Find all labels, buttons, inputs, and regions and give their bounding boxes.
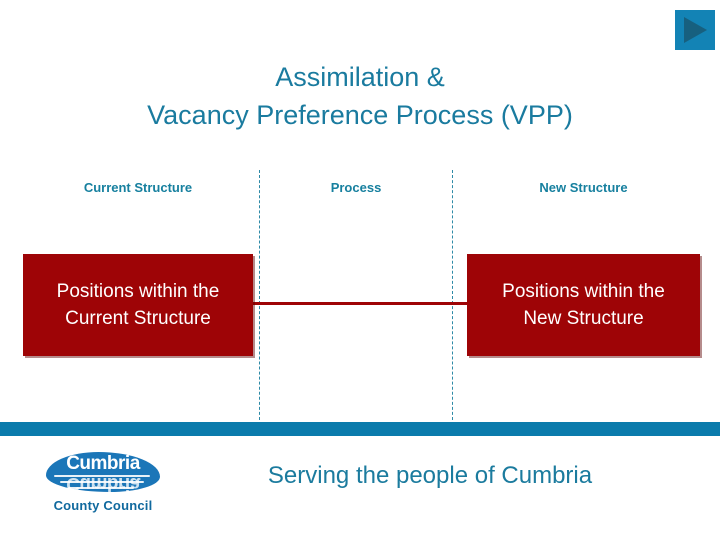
cumbria-county-council-logo: Cumbria Cumbria County Council [38, 450, 168, 522]
logo-ripple-3 [68, 487, 134, 489]
logo-hill-shape [46, 452, 160, 492]
current-structure-box[interactable]: Positions within the Current Structure [23, 254, 253, 356]
column-divider-right [452, 170, 453, 425]
column-header-new-structure: New Structure [539, 180, 628, 195]
logo-subtitle: County Council [53, 498, 153, 513]
column-header-current-structure: Current Structure [83, 180, 193, 195]
logo-ripple-1 [54, 475, 150, 477]
connector-line [253, 302, 468, 305]
play-button[interactable] [675, 10, 715, 50]
logo-ripple-2 [60, 481, 144, 483]
play-triangle-icon [684, 17, 707, 43]
column-divider-left [259, 170, 260, 425]
footer-bar [0, 422, 720, 436]
column-header-process: Process [330, 180, 382, 195]
logo-wordmark-text: Cumbria [66, 453, 140, 474]
page-title: Assimilation & Vacancy Preference Proces… [147, 62, 573, 130]
new-structure-box[interactable]: Positions within the New Structure [467, 254, 700, 356]
logo-wordmark: Cumbria Cumbria [38, 450, 168, 496]
footer-tagline: Serving the people of Cumbria [267, 462, 593, 489]
